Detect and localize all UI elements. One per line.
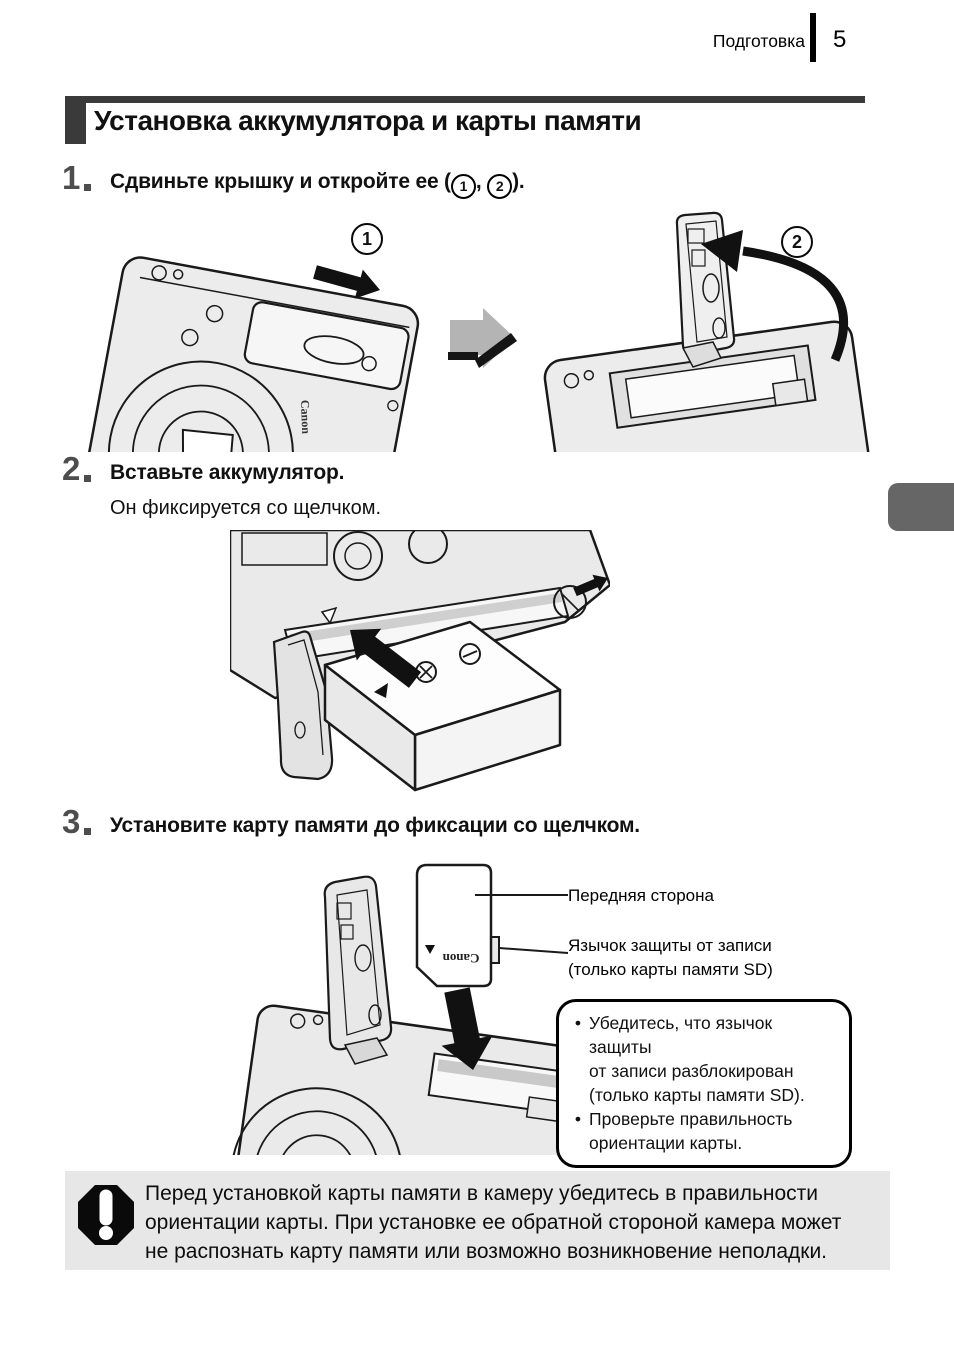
step1-title: Сдвиньте крышку и откройте ее (1, 2). [110,170,525,199]
title-top-rule [65,96,865,103]
slot-triangle-marker [320,606,338,625]
camera-side-logo: Canon [298,400,313,435]
camera-open-illustration [543,320,877,452]
figure3-illustration: Canon [230,863,576,1155]
leader-line-write-protect [498,947,569,954]
step-number-dot [84,475,92,482]
page-number: 5 [833,26,847,53]
step1-callout-2: 2 [487,173,513,199]
page-title: Установка аккумулятора и карты памяти [94,105,642,136]
figure-open-cover: Canon [65,210,885,452]
label-front-side: Передняя сторона [568,886,714,905]
step2-subtitle: Он фиксируется со щелчком. [110,497,382,519]
title-left-block [65,96,86,144]
sd-card-illustration: Canon [415,863,500,988]
warning-icon [78,1185,134,1245]
figure1-callout-1: 1 [351,223,383,255]
figure-card-insert: Canon [225,855,855,1155]
camera-closed-illustration [85,256,420,452]
step1-number: 1 [62,161,92,194]
step3-number: 3 [62,805,92,838]
figure1-illustration: Canon [85,211,877,452]
figure2-illustration [230,530,610,792]
card-logo: Canon [442,951,480,966]
figure1-callout-2: 2 [781,226,813,258]
open-battery-door [272,630,334,781]
battery-insert-arrow-icon [350,628,422,688]
open-cover-flap [323,875,393,1065]
warning-box: Перед установкой карты памяти в камеру у… [65,1171,890,1270]
battery-triangle-marker [374,683,388,698]
label-write-protect: Язычок защиты от записи (только карты па… [568,936,773,979]
step2-number: 2 [62,452,92,485]
latch-arrow-icon [573,574,608,597]
slide-direction-arrow-icon [313,265,380,299]
next-step-arrow-icon [448,308,517,368]
open-direction-arrow-icon [701,230,848,362]
step3-title: Установите карту памяти до фиксации со щ… [110,814,640,837]
card-triangle-marker [425,945,435,954]
step2-title: Вставьте аккумулятор. [110,461,345,484]
battery-cover-plate [243,301,410,391]
latch-screw [553,585,587,619]
header-divider-bar [810,13,816,62]
step-number-dot [84,184,92,191]
warning-text: Перед установкой карты памяти в камеру у… [145,1182,842,1263]
note-bullet-2: • Проверьте правильность ориентации карт… [574,1109,793,1153]
note-box: • Убедитесь, что язычок защиты от записи… [556,999,852,1168]
figure-battery-insert [230,530,610,798]
header-section-label: Подготовка [712,31,805,51]
section-side-tab [888,483,954,531]
step-number-dot [84,828,92,835]
camera-card-slot-illustration [230,1004,576,1155]
card-insert-arrow-icon [441,987,493,1070]
step1-callout-1: 1 [450,173,476,199]
note-bullet-1: • Убедитесь, что язычок защиты от записи… [574,1013,805,1105]
